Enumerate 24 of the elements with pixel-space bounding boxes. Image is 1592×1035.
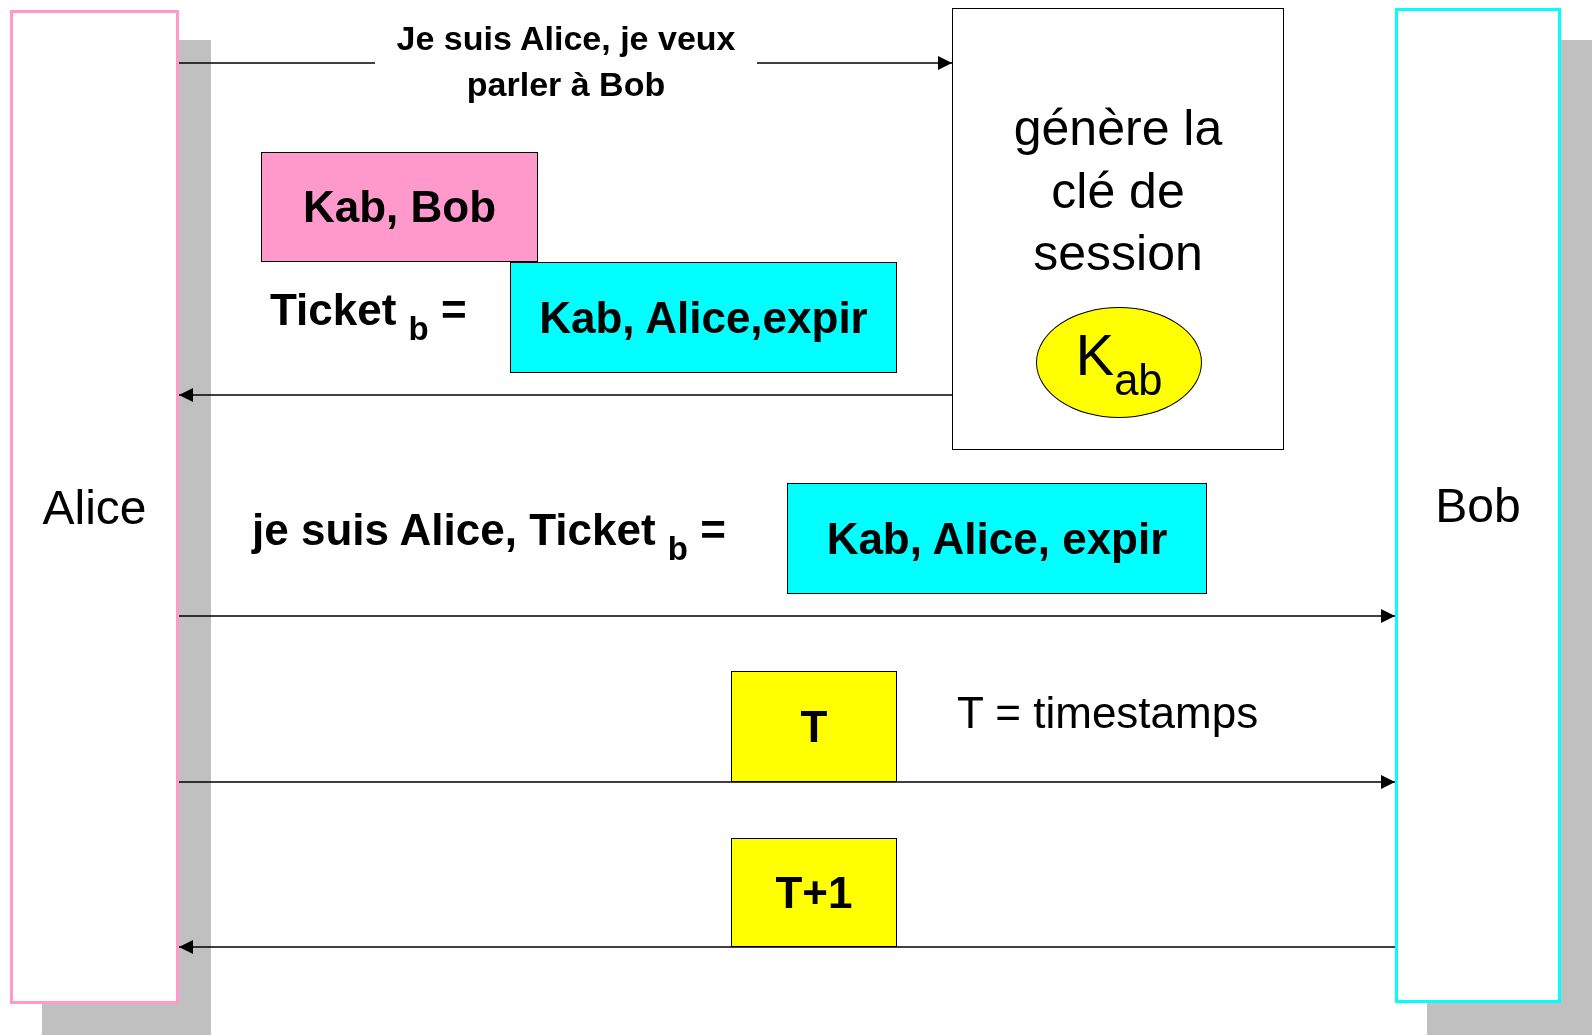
node-text: T <box>800 701 828 752</box>
node-text: Kab, Alice,expir <box>539 292 868 343</box>
server-box <box>952 8 1284 450</box>
key-symbol: K$_{ab}$ <box>1075 320 1163 406</box>
message-box <box>261 152 538 262</box>
timestamp-box <box>731 838 897 947</box>
node-text: Kab, Bob <box>302 182 497 232</box>
participant-box <box>10 10 179 1004</box>
arrow <box>178 940 1396 954</box>
node-text: Kab, Alice, expir <box>826 513 1168 564</box>
message-label: Ticket $_{b}$ = <box>270 285 467 348</box>
node-text: Bob <box>1435 478 1521 533</box>
note-text: T = timestamps <box>957 688 1259 738</box>
node-text: Alice <box>42 479 147 535</box>
arrow <box>178 775 1396 789</box>
node-text: T+1 <box>775 867 853 918</box>
arrow <box>178 388 953 402</box>
participant-box <box>1395 8 1561 1003</box>
node-text: génère la clé de session <box>1012 99 1224 283</box>
ticket-box <box>787 483 1207 594</box>
ticket-box <box>510 262 897 373</box>
message-label: je suis Alice, Ticket $_{b}$ = <box>252 505 726 568</box>
arrow <box>178 609 1396 623</box>
timestamp-box <box>731 671 897 782</box>
